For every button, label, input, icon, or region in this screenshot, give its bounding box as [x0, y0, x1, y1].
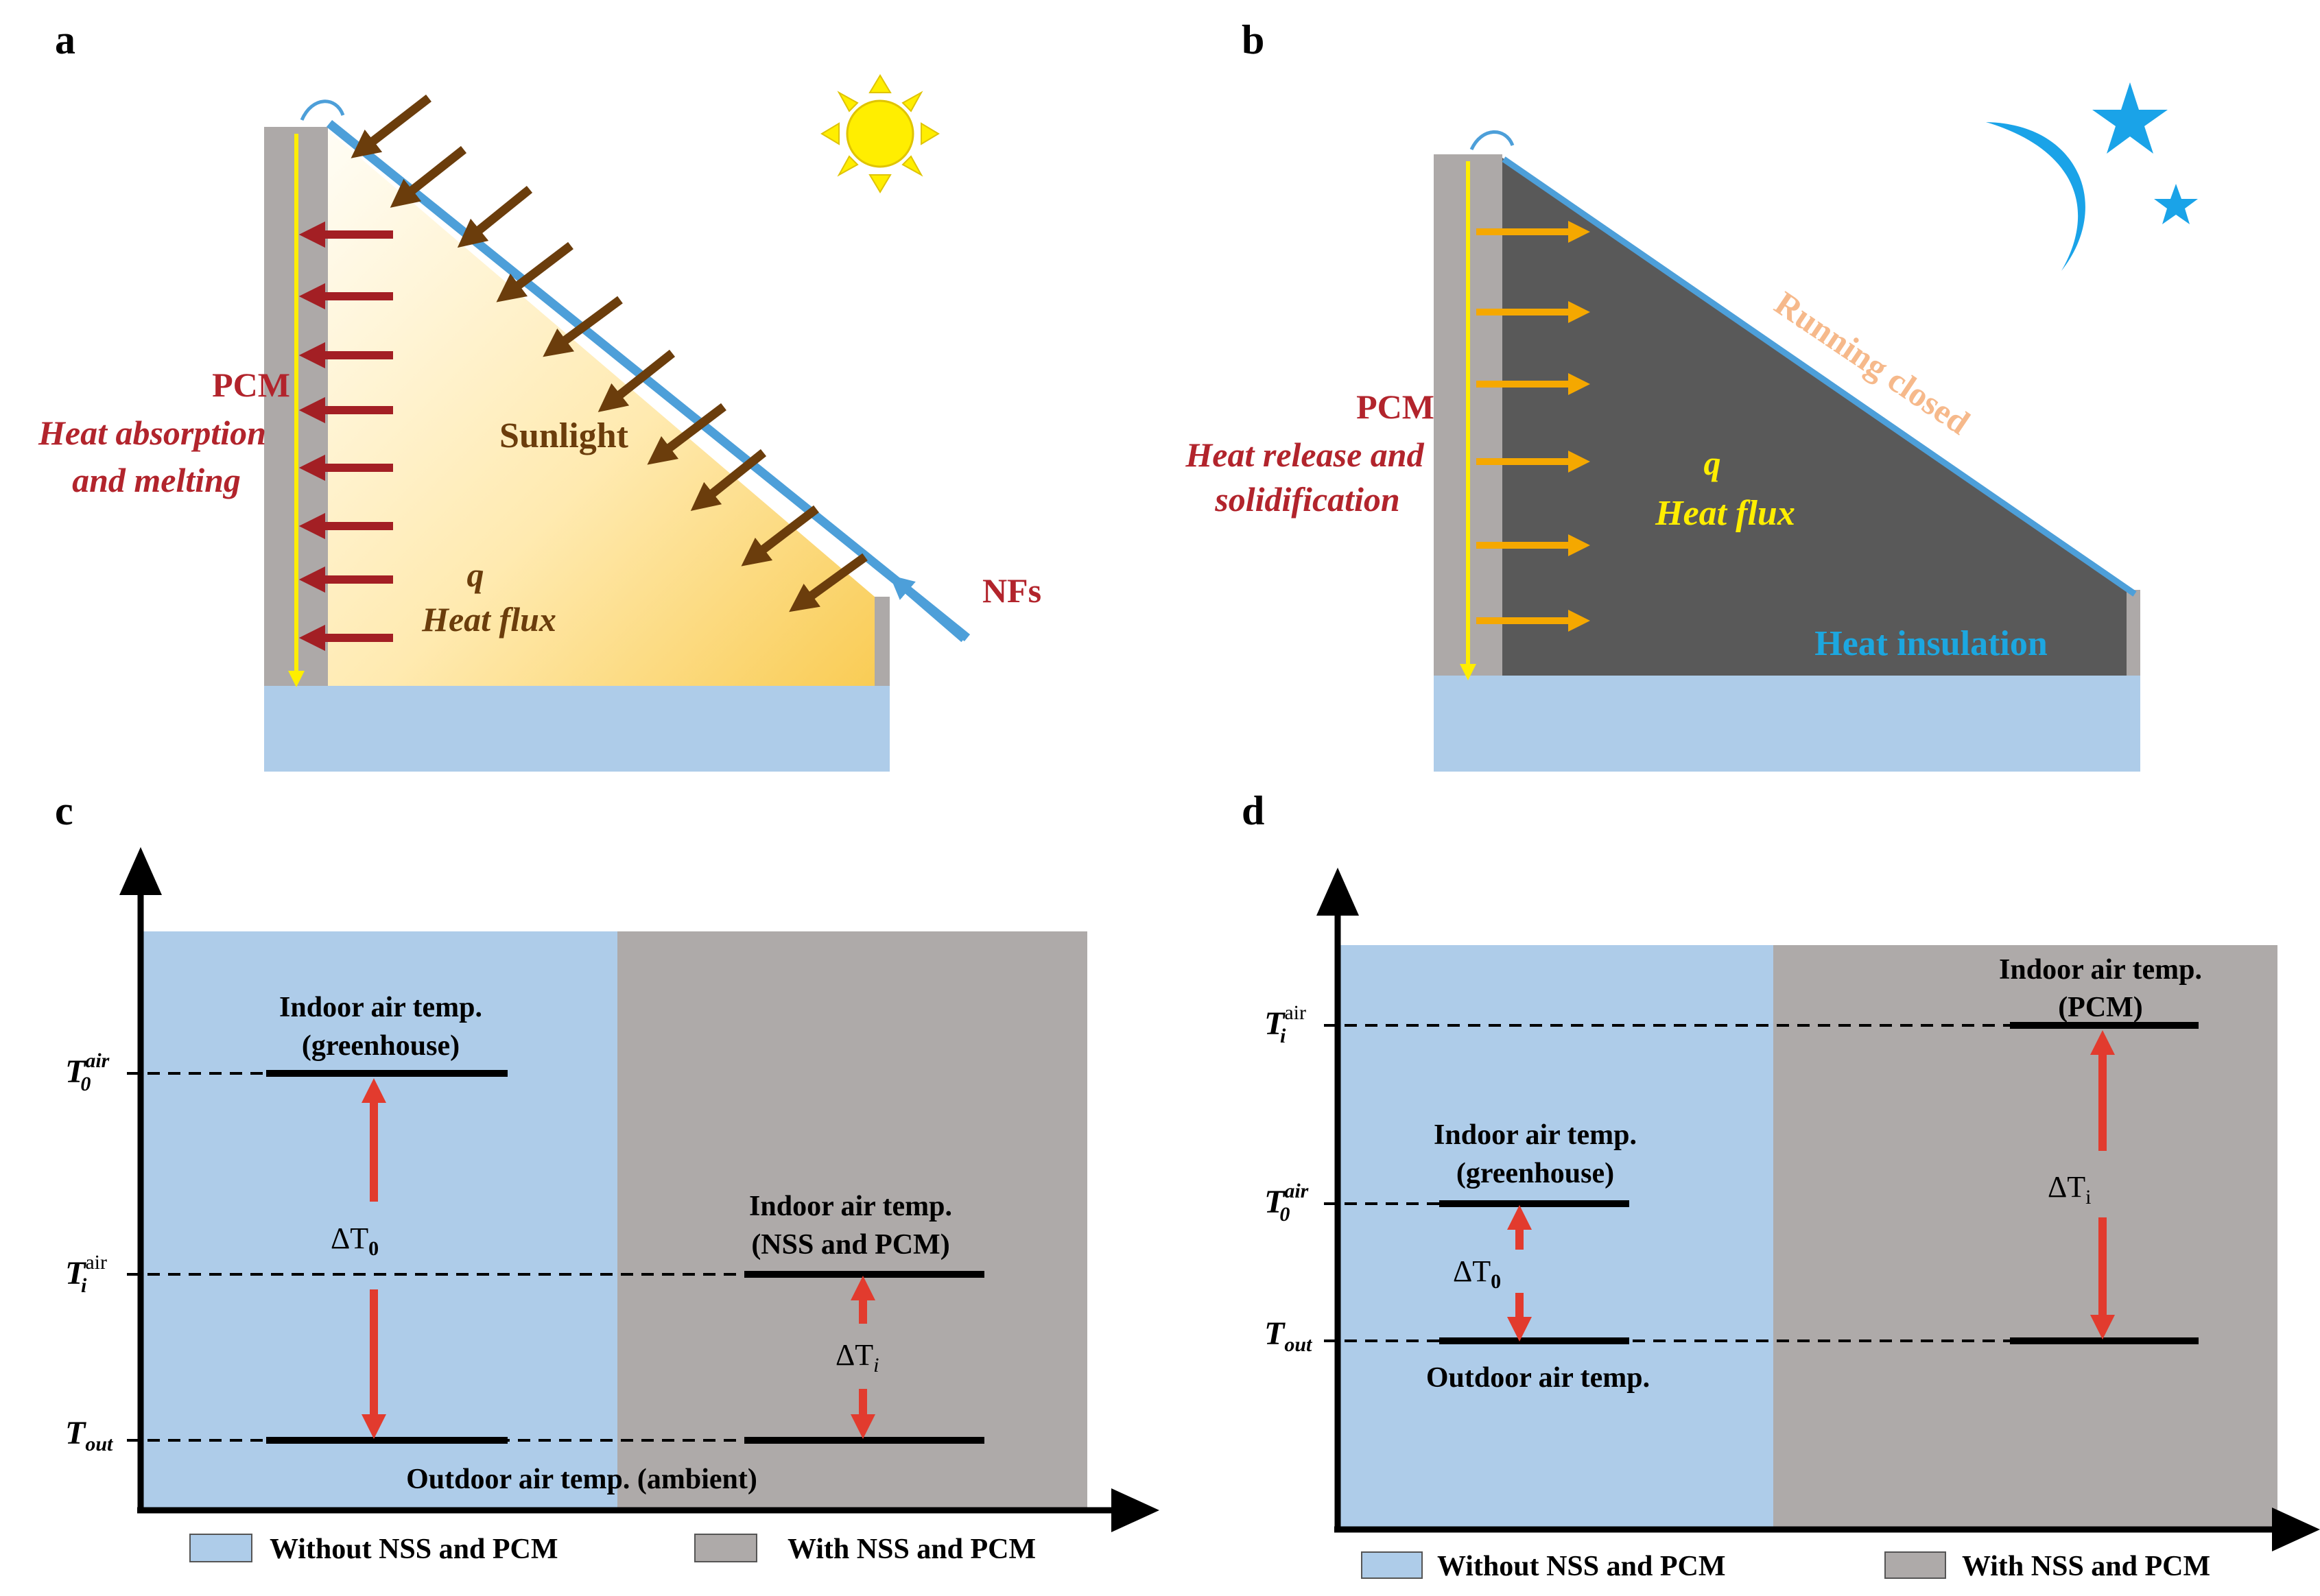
indoor-greenhouse-label-d-2: (greenhouse)	[1456, 1158, 1614, 1189]
panel-b: b PCM Heat release and solidification Ru…	[1185, 17, 2198, 772]
sun-icon	[820, 74, 940, 193]
without-region-c	[141, 931, 617, 1509]
star-icon-large	[2092, 82, 2168, 154]
greenhouse-interior-a	[328, 130, 875, 686]
indoor-pcm-label-d-1: Indoor air temp.	[1999, 954, 2202, 986]
indoor-greenhouse-label-d-1: Indoor air temp.	[1434, 1119, 1637, 1151]
panel-a: a	[38, 17, 1041, 772]
process-label-a-1: Heat absorption	[38, 414, 266, 452]
indoor-nss-pcm-label-c-2: (NSS and PCM)	[751, 1229, 949, 1261]
legend-swatch-with-c	[694, 1534, 757, 1562]
with-region-d	[1773, 945, 2277, 1528]
outdoor-ambient-label-c: Outdoor air temp. (ambient)	[406, 1464, 757, 1495]
panel-a-label: a	[55, 17, 75, 62]
pcm-label-b: PCM	[1356, 388, 1434, 426]
heat-flux-label-b: Heat flux	[1655, 494, 1795, 533]
nfs-pointer-arrow	[889, 575, 967, 643]
process-label-b-2: solidification	[1214, 480, 1399, 519]
y-label-tout-d: Tout	[1264, 1315, 1313, 1356]
panel-b-label: b	[1242, 17, 1264, 62]
y-axis-arrowhead-d	[1316, 868, 1359, 916]
process-label-b-1: Heat release and	[1185, 436, 1424, 474]
level-bars-c	[266, 1070, 984, 1444]
star-icon-small	[2154, 184, 2198, 224]
nfs-cover-a	[326, 119, 971, 642]
panel-d: d Indoor air temp. (PCM) Indoor air temp…	[1242, 788, 2320, 1582]
sunlight-arrows	[351, 94, 868, 612]
greenhouse-interior-b	[1502, 158, 2127, 676]
panel-d-label: d	[1242, 788, 1264, 833]
heat-flux-arrows-b	[1476, 220, 1591, 632]
delta-t0-label-d: ΔT0	[1453, 1254, 1501, 1293]
moon-icon	[1986, 122, 2085, 271]
indoor-nss-pcm-label-c-1: Indoor air temp.	[749, 1191, 952, 1222]
delta-arrows-d	[1507, 1030, 2115, 1342]
panel-c: c Indoor air temp. (greenhouse) Indoor a…	[55, 788, 1159, 1565]
sunlight-label: Sunlight	[499, 416, 629, 455]
with-region-c	[617, 931, 1087, 1509]
indoor-pcm-label-d-2: (PCM)	[2058, 992, 2143, 1023]
legend-label-without-d: Without NSS and PCM	[1437, 1551, 1726, 1582]
circulation-icon-b	[1469, 130, 1515, 151]
legend-label-with-c: With NSS and PCM	[788, 1534, 1036, 1565]
nfs-cover-b	[1502, 156, 2137, 597]
nfs-label: NFs	[982, 571, 1041, 610]
legend-swatch-without-c	[189, 1534, 252, 1562]
indoor-greenhouse-label-c-2: (greenhouse)	[302, 1030, 460, 1062]
y-label-tout-c: Tout	[65, 1415, 114, 1455]
q-label-b: q	[1704, 444, 1721, 482]
side-wall-a	[875, 597, 890, 686]
outdoor-label-d: Outdoor air temp.	[1426, 1362, 1650, 1394]
x-axis-arrowhead-d	[2272, 1508, 2320, 1551]
level-bars-d	[1439, 1022, 2199, 1344]
indoor-greenhouse-label-c-1: Indoor air temp.	[279, 992, 482, 1023]
pcm-label-a: PCM	[212, 366, 290, 404]
delta-arrows-c	[362, 1078, 875, 1439]
without-region-d	[1338, 945, 1773, 1528]
delta-t0-label-c: ΔT0	[331, 1222, 379, 1260]
legend-label-with-d: With NSS and PCM	[1962, 1551, 2210, 1582]
legend-label-without-c: Without NSS and PCM	[270, 1534, 558, 1565]
x-axis-arrowhead-c	[1111, 1488, 1159, 1532]
heat-flux-arrows-a	[298, 221, 393, 652]
circulation-icon-a	[300, 99, 345, 121]
delta-ti-label-c: ΔTi	[836, 1338, 879, 1377]
q-label-a: q	[467, 556, 484, 594]
legend-swatch-without-d	[1361, 1551, 1423, 1579]
y-axis-arrowhead-c	[119, 847, 162, 895]
heat-insulation-label: Heat insulation	[1814, 624, 2048, 663]
dashed-guides-d	[1324, 1024, 2010, 1342]
panel-c-label: c	[55, 788, 73, 833]
legend-swatch-with-d	[1884, 1551, 1946, 1579]
water-tank-a	[264, 679, 890, 772]
heat-flux-label-a: Heat flux	[421, 600, 556, 639]
process-label-a-2: and melting	[72, 461, 241, 499]
delta-ti-label-d: ΔTi	[2048, 1170, 2092, 1208]
water-tank-b	[1434, 676, 2140, 772]
side-wall-b	[2127, 590, 2140, 676]
